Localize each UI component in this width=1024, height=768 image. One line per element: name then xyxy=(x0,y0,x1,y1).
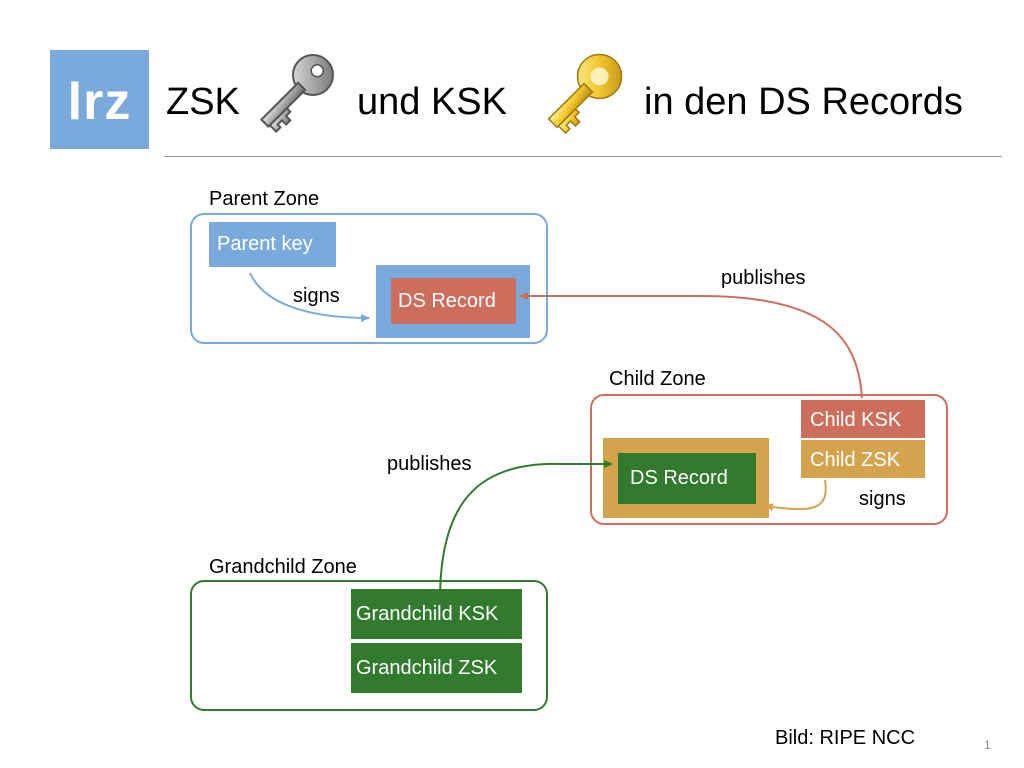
grandchild-ksk-publishes-arrow xyxy=(439,460,613,601)
child-zone-label: Child Zone xyxy=(609,368,706,390)
child-signs-label: signs xyxy=(859,488,906,510)
parent-signs-label: signs xyxy=(293,285,340,307)
title-zsk: ZSK xyxy=(166,81,240,123)
parent-key-box: Parent key xyxy=(209,222,336,267)
child-zsk-box: Child ZSK xyxy=(801,440,925,478)
publishes-label-top: publishes xyxy=(721,267,806,289)
parent-ds-record-box: DS Record xyxy=(391,278,516,324)
child-ds-record-box: DS Record xyxy=(618,453,756,504)
lrz-logo: lrz xyxy=(50,50,149,149)
grandchild-zone-label: Grandchild Zone xyxy=(209,556,357,578)
publishes-label-bottom: publishes xyxy=(387,453,472,475)
child-zone xyxy=(590,394,948,525)
page-number: 1 xyxy=(984,738,991,752)
child-signs-arrow xyxy=(764,479,827,512)
title-in-den-ds-records: in den DS Records xyxy=(644,81,963,123)
silver-key-icon xyxy=(259,54,334,134)
grandchild-zsk-box: Grandchild ZSK xyxy=(351,643,522,693)
parent-signs-arrow xyxy=(249,272,370,322)
grandchild-zone xyxy=(190,580,548,711)
parent-zone-label: Parent Zone xyxy=(209,188,320,210)
parent-zone xyxy=(190,213,548,344)
child-ksk-publishes-arrow xyxy=(519,292,863,399)
child-ksk-box: Child KSK xyxy=(801,400,925,438)
gold-key-icon xyxy=(547,53,623,135)
image-credit: Bild: RIPE NCC xyxy=(775,727,916,749)
title-divider xyxy=(164,156,1002,157)
grandchild-ksk-box: Grandchild KSK xyxy=(351,589,522,639)
title-und-ksk: und KSK xyxy=(357,81,507,123)
logo-text: lrz xyxy=(67,73,132,131)
